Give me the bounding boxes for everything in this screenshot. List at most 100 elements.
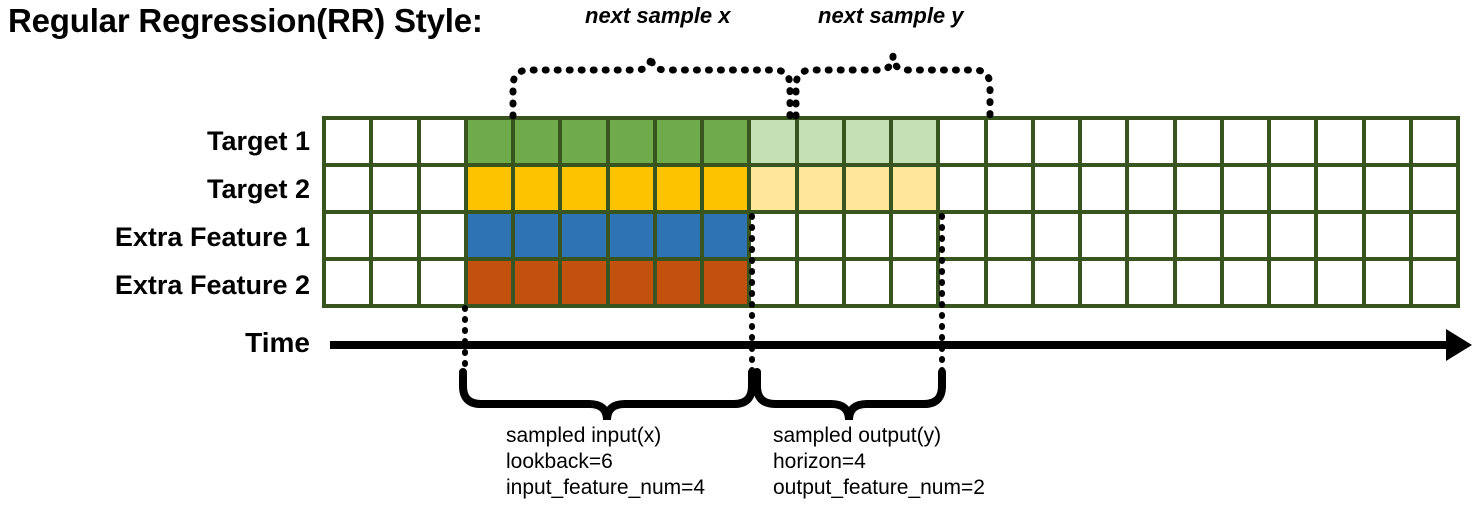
- grid-cell: [751, 120, 795, 163]
- grid-cell: [1412, 261, 1456, 304]
- grid-cell: [940, 214, 984, 257]
- grid-cell: [562, 167, 606, 210]
- grid-cell: [1412, 120, 1456, 163]
- sampled-input-line2: lookback=6: [506, 450, 613, 473]
- grid-cell: [609, 120, 653, 163]
- grid-cell: [1271, 167, 1315, 210]
- grid-cell: [420, 120, 464, 163]
- grid-cell: [1176, 120, 1220, 163]
- grid-cell: [656, 167, 700, 210]
- grid-cell: [515, 120, 559, 163]
- grid-cell: [751, 167, 795, 210]
- grid-cell: [1223, 120, 1267, 163]
- grid-cell: [1129, 214, 1173, 257]
- grid-cell: [893, 261, 937, 304]
- grid-cell: [1271, 120, 1315, 163]
- grid-cell: [1318, 261, 1362, 304]
- grid-cell: [609, 214, 653, 257]
- grid-cell: [373, 261, 417, 304]
- grid-cell: [1271, 261, 1315, 304]
- grid-cell: [1034, 120, 1078, 163]
- grid-cell: [1365, 167, 1409, 210]
- grid-cell: [1129, 261, 1173, 304]
- grid-cell: [751, 261, 795, 304]
- grid-cell: [1034, 214, 1078, 257]
- row-label-extra-feature-1: Extra Feature 1: [114, 222, 310, 252]
- grid-cell: [1034, 167, 1078, 210]
- grid-cell: [1129, 167, 1173, 210]
- grid-cell: [987, 120, 1031, 163]
- grid-cell: [1365, 261, 1409, 304]
- grid-cell: [893, 214, 937, 257]
- sampled-input-line3: input_feature_num=4: [506, 476, 706, 499]
- sampled-output-line2: horizon=4: [773, 450, 866, 473]
- grid-cell: [1318, 214, 1362, 257]
- time-axis-arrow: [330, 329, 1472, 361]
- grid-cell: [1082, 261, 1126, 304]
- grid-cell: [326, 120, 370, 163]
- grid-cell: [845, 120, 889, 163]
- grid-cell: [609, 261, 653, 304]
- grid-cell: [326, 214, 370, 257]
- grid-cell: [562, 120, 606, 163]
- grid-cell: [1082, 167, 1126, 210]
- grid-cell: [940, 167, 984, 210]
- grid-cell: [1176, 261, 1220, 304]
- grid-cell: [326, 261, 370, 304]
- grid-cell: [845, 214, 889, 257]
- grid-cell: [1412, 167, 1456, 210]
- grid-cell: [987, 167, 1031, 210]
- grid-cell: [1034, 261, 1078, 304]
- grid-cell: [515, 167, 559, 210]
- sampled-input-brace: [459, 368, 756, 421]
- grid-cell: [704, 261, 748, 304]
- sampled-output-note: sampled output(y) horizon=4 output_featu…: [773, 423, 985, 501]
- grid-cell: [656, 214, 700, 257]
- grid-cell: [1318, 167, 1362, 210]
- grid-cell: [656, 120, 700, 163]
- grid-cell: [798, 120, 842, 163]
- grid-cell: [1082, 214, 1126, 257]
- grid-cell: [940, 120, 984, 163]
- next-sample-y-label: next sample y: [818, 3, 964, 28]
- grid-cell: [1082, 120, 1126, 163]
- grid-cell: [1223, 214, 1267, 257]
- row-label-target-1: Target 1: [206, 126, 310, 156]
- grid-cell: [1176, 214, 1220, 257]
- grid-cell: [373, 120, 417, 163]
- timeline-grid: [322, 116, 1460, 308]
- grid-cell: [1176, 167, 1220, 210]
- grid-cell: [467, 214, 511, 257]
- grid-cell: [609, 167, 653, 210]
- grid-cell: [704, 120, 748, 163]
- grid-row-target-1: [326, 120, 1456, 163]
- sampled-output-brace: [753, 368, 946, 421]
- grid-cell: [1223, 261, 1267, 304]
- grid-cell: [845, 167, 889, 210]
- grid-cell: [515, 261, 559, 304]
- grid-cell: [562, 214, 606, 257]
- sampled-output-line3: output_feature_num=2: [773, 476, 985, 499]
- grid-cell: [987, 261, 1031, 304]
- grid-row-target-2: [326, 167, 1456, 210]
- next-sample-x-brace: [509, 55, 794, 120]
- grid-cell: [420, 214, 464, 257]
- grid-row-extra-feature-1: [326, 214, 1456, 257]
- next-sample-y-brace: [792, 55, 994, 120]
- page-title: Regular Regression(RR) Style:: [8, 2, 483, 39]
- grid-cell: [467, 167, 511, 210]
- grid-cell: [515, 214, 559, 257]
- grid-cell: [893, 167, 937, 210]
- next-sample-x-label: next sample x: [585, 3, 731, 28]
- grid-cell: [798, 214, 842, 257]
- grid-cell: [751, 214, 795, 257]
- grid-cell: [798, 167, 842, 210]
- grid-cell: [326, 167, 370, 210]
- grid-cell: [798, 261, 842, 304]
- grid-cell: [845, 261, 889, 304]
- grid-row-extra-feature-2: [326, 261, 1456, 304]
- sampled-output-line1: sampled output(y): [773, 424, 942, 447]
- grid-cell: [1412, 214, 1456, 257]
- grid-cell: [373, 167, 417, 210]
